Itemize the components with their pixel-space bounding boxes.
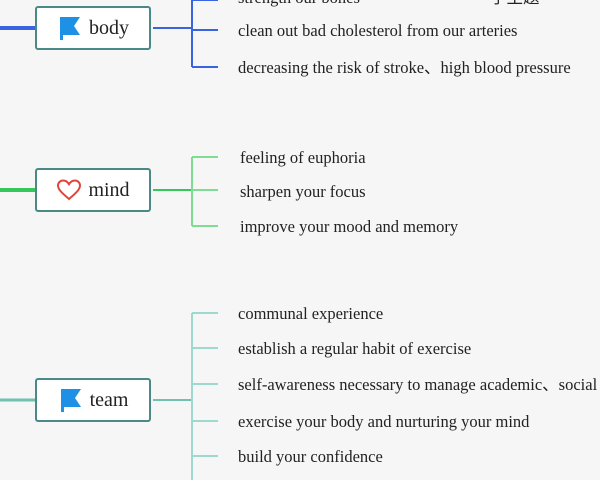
team-connectors (0, 312, 218, 480)
body-item[interactable]: clean out bad cholesterol from our arter… (238, 21, 518, 40)
heart-icon (56, 177, 82, 203)
mind-item[interactable]: improve your mood and memory (240, 217, 459, 236)
mind-connectors (0, 156, 218, 227)
team-item[interactable]: exercise your body and nurturing your mi… (238, 412, 530, 431)
body-item[interactable]: decreasing the risk of stroke、high blood… (238, 58, 571, 77)
team-node-label: team (89, 388, 129, 411)
mind-node[interactable]: mind (35, 168, 151, 212)
body-node-label: body (89, 16, 129, 39)
flag-icon (57, 15, 83, 41)
team-item[interactable]: build your confidence (238, 447, 383, 466)
body-node[interactable]: body (35, 6, 151, 50)
body-item-note: 子主题 (490, 0, 540, 8)
body-item[interactable]: strength our bones (238, 0, 360, 8)
mind-item[interactable]: feeling of euphoria (240, 148, 366, 167)
team-item[interactable]: communal experience (238, 304, 384, 323)
mind-node-label: mind (88, 178, 130, 201)
team-item[interactable]: establish a regular habit of exercise (238, 339, 472, 358)
flag-icon (58, 387, 84, 413)
team-node[interactable]: team (35, 378, 151, 422)
body-connectors (0, 0, 218, 68)
mind-item[interactable]: sharpen your focus (240, 182, 366, 201)
team-item[interactable]: self-awareness necessary to manage acade… (238, 375, 598, 394)
